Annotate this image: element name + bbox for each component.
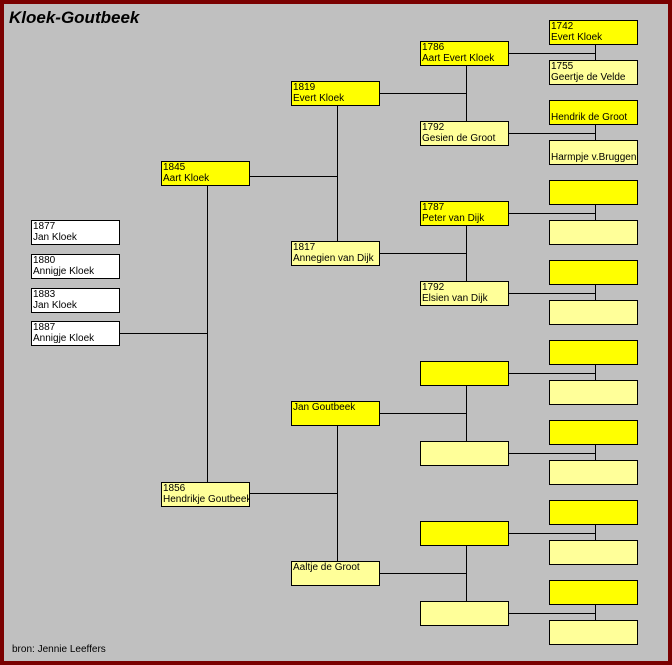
gg-grandparent-box — [549, 620, 638, 645]
birth-year: 1792 — [422, 122, 445, 133]
gg-grandparent-box — [549, 460, 638, 485]
child-box: 1887 Annigje Kloek — [31, 321, 120, 346]
great-grandparent-box: 1792 Elsien van Dijk — [420, 281, 509, 306]
person-name: Gesien de Groot — [422, 133, 496, 144]
person-name: Jan Goutbeek — [293, 402, 356, 413]
great-grandparent-box: 1786 Aart Evert Kloek — [420, 41, 509, 66]
birth-year: 1883 — [33, 289, 56, 300]
source-credit: bron: Jennie Leeffers — [12, 644, 106, 655]
gg-grandparent-box — [549, 500, 638, 525]
great-grandparent-box — [420, 441, 509, 466]
gg-grandparent-box — [549, 180, 638, 205]
person-name: Annigje Kloek — [33, 266, 95, 277]
gg-grandparent-box — [549, 340, 638, 365]
person-name: Harmpje v.Bruggen — [551, 152, 637, 163]
person-name: Geertje de Velde — [551, 72, 626, 83]
person-name: Jan Kloek — [33, 232, 77, 243]
grandparent-box: Jan Goutbeek — [291, 401, 380, 426]
birth-year: 1786 — [422, 42, 445, 53]
person-name: Aart Evert Kloek — [422, 53, 495, 64]
gg-grandparent-box: Harmpje v.Bruggen — [549, 140, 638, 165]
person-name: Hendrik de Groot — [551, 112, 628, 123]
gg-grandparent-box — [549, 260, 638, 285]
child-box: 1880 Annigje Kloek — [31, 254, 120, 279]
mother-box: 1856 Hendrikje Goutbeek — [161, 482, 250, 507]
birth-year: 1817 — [293, 242, 316, 253]
grandparent-box: 1819 Evert Kloek — [291, 81, 380, 106]
great-grandparent-box: 1792 Gesien de Groot — [420, 121, 509, 146]
person-name: Elsien van Dijk — [422, 293, 488, 304]
person-name: Annegien van Dijk — [293, 253, 374, 264]
great-grandparent-box — [420, 361, 509, 386]
gg-grandparent-box: Hendrik de Groot — [549, 100, 638, 125]
person-name: Hendrikje Goutbeek — [163, 494, 250, 505]
great-grandparent-box — [420, 601, 509, 626]
birth-year: 1877 — [33, 221, 56, 232]
person-name: Evert Kloek — [551, 32, 603, 43]
person-name: Aart Kloek — [163, 173, 210, 184]
child-box: 1883 Jan Kloek — [31, 288, 120, 313]
person-name: Evert Kloek — [293, 93, 345, 104]
gg-grandparent-box: 1755 Geertje de Velde — [549, 60, 638, 85]
gg-grandparent-box — [549, 300, 638, 325]
chart-title: Kloek-Goutbeek — [9, 8, 140, 27]
grandparent-box: Aaltje de Groot — [291, 561, 380, 586]
birth-year: 1819 — [293, 82, 316, 93]
gg-grandparent-box — [549, 540, 638, 565]
gg-grandparent-box — [549, 380, 638, 405]
great-grandparent-box — [420, 521, 509, 546]
birth-year: 1755 — [551, 61, 574, 72]
person-name: Jan Kloek — [33, 300, 77, 311]
gg-grandparent-box — [549, 220, 638, 245]
birth-year: 1856 — [163, 483, 186, 494]
gg-grandparent-box — [549, 580, 638, 605]
gg-grandparent-box — [549, 420, 638, 445]
birth-year: 1742 — [551, 21, 574, 32]
gg-grandparent-box: 1742 Evert Kloek — [549, 20, 638, 45]
father-box: 1845 Aart Kloek — [161, 161, 250, 186]
birth-year: 1887 — [33, 322, 56, 333]
person-name: Aaltje de Groot — [293, 562, 360, 573]
birth-year: 1792 — [422, 282, 445, 293]
great-grandparent-box: 1787 Peter van Dijk — [420, 201, 509, 226]
birth-year: 1880 — [33, 255, 56, 266]
grandparent-box: 1817 Annegien van Dijk — [291, 241, 380, 266]
birth-year: 1845 — [163, 162, 186, 173]
person-name: Peter van Dijk — [422, 213, 485, 224]
person-name: Annigje Kloek — [33, 333, 95, 344]
birth-year: 1787 — [422, 202, 445, 213]
child-box: 1877 Jan Kloek — [31, 220, 120, 245]
